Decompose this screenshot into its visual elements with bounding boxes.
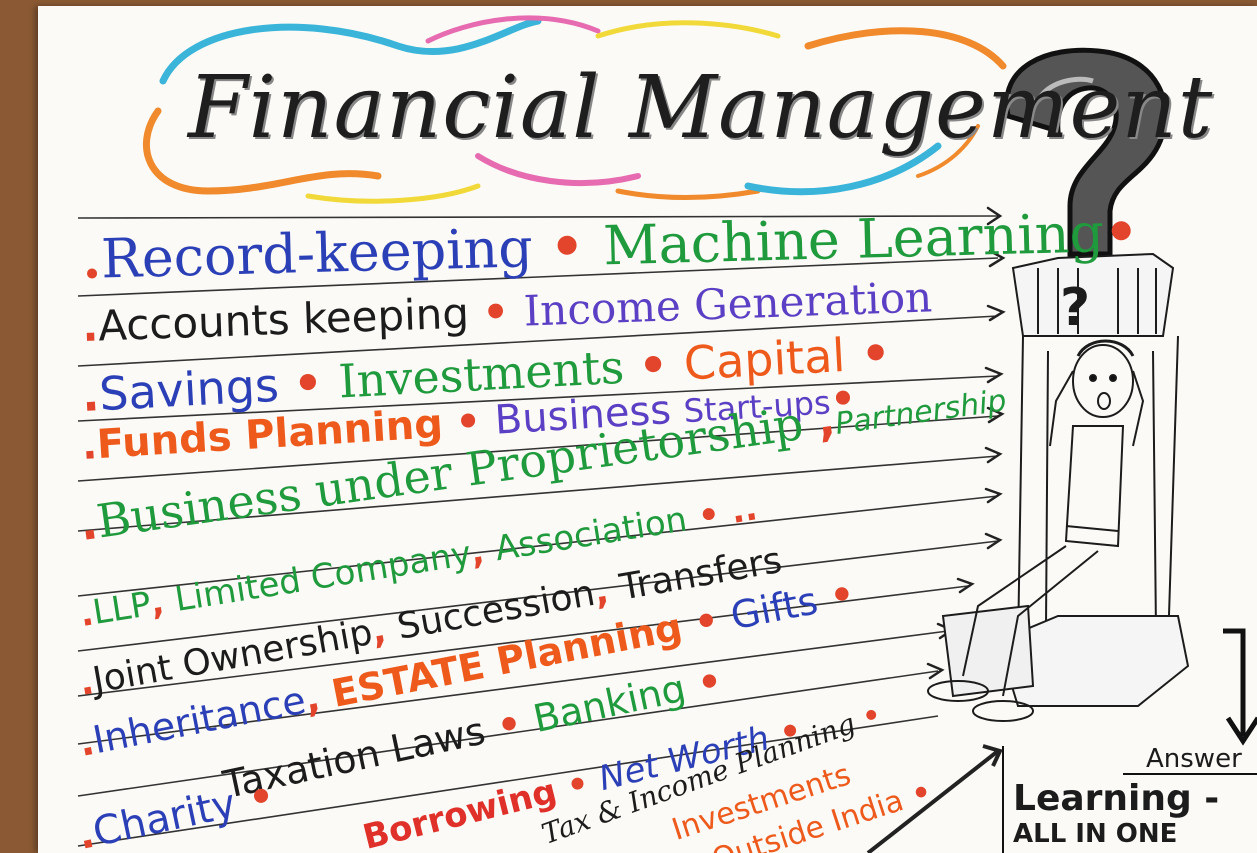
topic-machine-learning: Machine Learning <box>602 201 1105 278</box>
answer-line-2: ALL IN ONE <box>1013 819 1178 849</box>
poster-title: Financial Management <box>188 58 1214 158</box>
topic-record-keeping: Record-keeping <box>100 216 534 291</box>
answer-label: Answer <box>1146 744 1242 774</box>
poster: Financial Management ? .Record-keeping •… <box>38 6 1257 853</box>
answer-line-1: Learning - <box>1013 778 1220 819</box>
question-mark-label: ? <box>1060 278 1091 338</box>
poster-decoration <box>77 15 1257 853</box>
